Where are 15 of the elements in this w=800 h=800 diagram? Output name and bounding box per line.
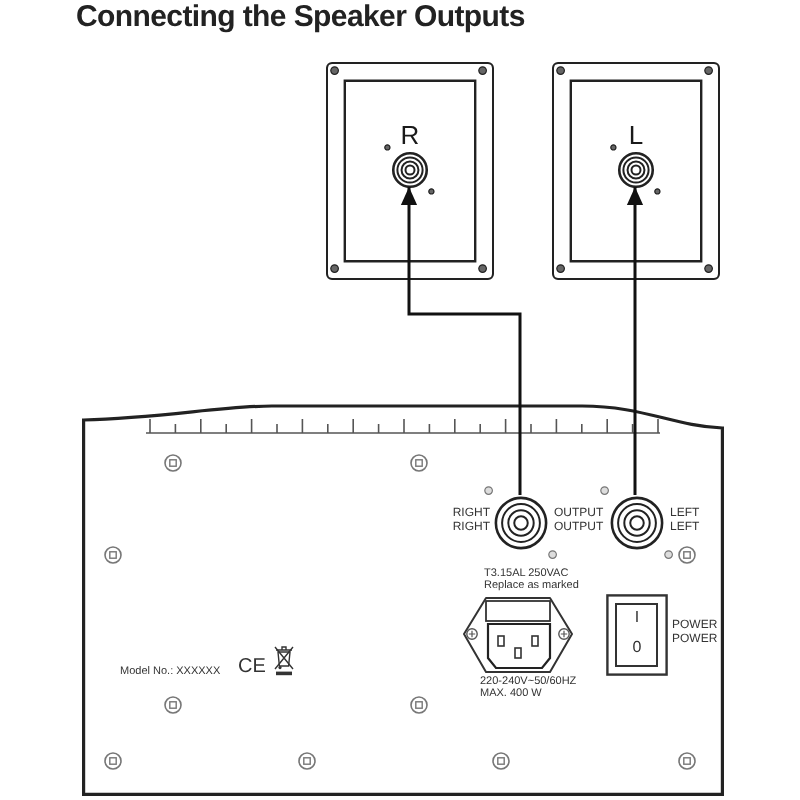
speaker-cabinet [326,62,494,280]
ce-mark: CE [238,658,266,678]
speaker-cabinet [552,62,720,280]
connector-arrow [400,187,522,495]
speaker-jack [617,151,653,187]
output-jack [609,495,663,549]
amplifier-rear-panel [82,400,724,796]
channel-letter: L [628,121,644,147]
channel-letter: R [400,121,420,147]
switch-symbol: I [634,610,640,626]
diagram-title: Connecting the Speaker Outputs [76,0,525,36]
output-jack [493,495,547,549]
connector-arrow [626,187,644,495]
switch-symbol: 0 [632,640,642,656]
speaker-jack [391,151,427,187]
